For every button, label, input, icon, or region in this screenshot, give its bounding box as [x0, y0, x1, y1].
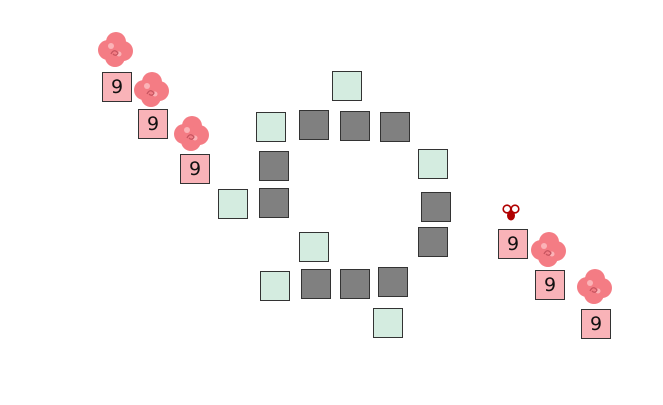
number-tile[interactable]: 9: [581, 309, 611, 339]
number-tile[interactable]: 9: [498, 229, 528, 259]
bug-icon: [502, 204, 520, 222]
wall-tile: [259, 188, 289, 218]
wall-tile: [340, 111, 370, 141]
cloud-icon: [529, 230, 567, 270]
wall-tile: [378, 267, 408, 297]
wall-tile: [301, 269, 331, 299]
mint-tile[interactable]: [332, 71, 362, 101]
mint-tile[interactable]: [218, 189, 248, 219]
wall-tile: [259, 151, 289, 181]
mint-tile[interactable]: [299, 232, 329, 262]
mint-tile[interactable]: [256, 112, 286, 142]
wall-tile: [421, 192, 451, 222]
wall-tile: [299, 110, 329, 140]
cloud-icon: [132, 70, 170, 110]
number-tile[interactable]: 9: [535, 270, 565, 300]
wall-tile: [418, 227, 448, 257]
wall-tile: [380, 112, 410, 142]
cloud-icon: [575, 267, 613, 307]
number-tile[interactable]: 9: [138, 109, 168, 139]
wall-tile: [340, 269, 370, 299]
number-tile[interactable]: 9: [180, 154, 210, 184]
number-tile[interactable]: 9: [102, 72, 132, 102]
mint-tile[interactable]: [418, 149, 448, 179]
cloud-icon: [172, 114, 210, 154]
cloud-icon: [96, 30, 134, 70]
mint-tile[interactable]: [260, 271, 290, 301]
mint-tile[interactable]: [373, 308, 403, 338]
